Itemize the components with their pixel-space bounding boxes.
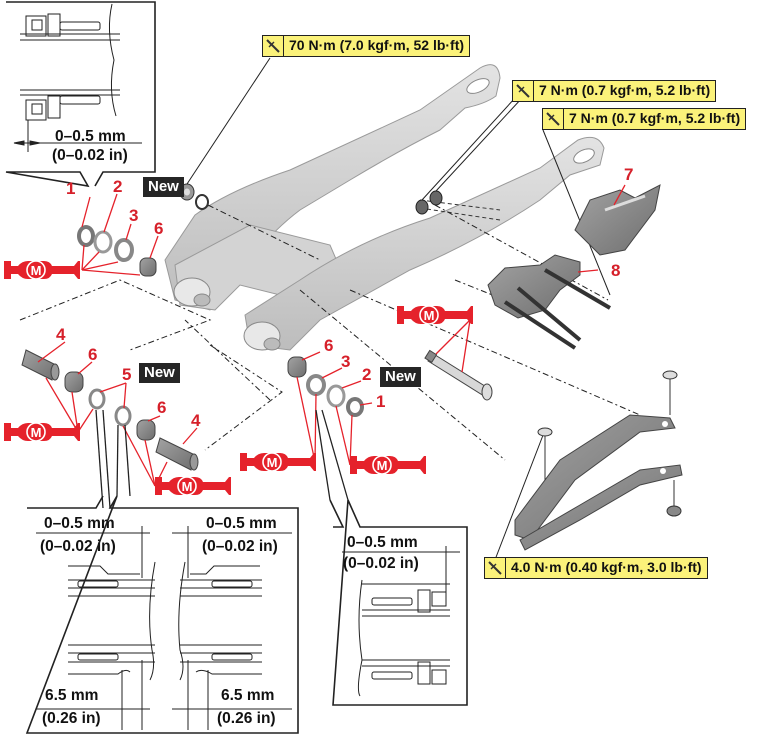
dim-in-bottom-middle: (0–0.02 in): [343, 555, 419, 572]
part-number-2: 2: [113, 177, 123, 196]
thrust-cover-2-upper: [93, 230, 113, 254]
chain-slider: [514, 414, 683, 551]
dim-mm-bl-left-bottom: 6.5 mm: [45, 687, 99, 704]
detail-box-top-left: [5, 1, 156, 188]
torque-label-bracket-nut-1: 7 N·m (0.7 kgf·m, 5.2 lb·ft): [512, 80, 717, 102]
oil-seal-1-upper: [77, 225, 95, 247]
part-number-5: 5: [122, 365, 132, 384]
lube-leaders: [37, 184, 626, 487]
oil-seal-3-lower: [306, 374, 326, 396]
part-number-8: 8: [611, 261, 621, 280]
part-number-7: 7: [624, 165, 634, 184]
swingarm: [164, 64, 605, 351]
molybdenum-grease-symbol: [349, 455, 427, 475]
dim-mm-top-left: 0–0.5 mm: [55, 128, 126, 145]
new-part-badge: New: [139, 363, 180, 383]
molybdenum-grease-symbol: [3, 260, 81, 280]
dim-in-bl-right-bottom: (0.26 in): [217, 710, 276, 727]
torque-value: 7 N·m (0.7 kgf·m, 5.2 lb·ft): [569, 110, 741, 126]
new-part-badge: New: [143, 177, 184, 197]
bearing-6-center: [136, 419, 156, 441]
molybdenum-grease-symbol: [154, 476, 232, 496]
torque-label-pivot-nut: 70 N·m (7.0 kgf·m, 52 lb·ft): [262, 35, 471, 57]
pivot-washer: [195, 194, 209, 210]
dim-in-bl-right-top: (0–0.02 in): [202, 538, 278, 555]
part-number-6: 6: [324, 336, 334, 355]
part-number-3: 3: [129, 206, 139, 225]
thrust-cover-5-left: [88, 388, 106, 410]
guide-bracket-part-8: [487, 254, 612, 350]
collar-4-right: [155, 437, 199, 471]
part-number-6: 6: [157, 398, 167, 417]
part-number-4: 4: [56, 325, 66, 344]
dim-in-top-left: (0–0.02 in): [52, 147, 128, 164]
bearing-6-upper: [139, 257, 157, 277]
torque-wrench-icon: [263, 36, 284, 56]
dim-mm-bl-left-top: 0–0.5 mm: [44, 515, 115, 532]
chain-guide-part-7: [574, 184, 661, 256]
dim-in-bl-left-bottom: (0.26 in): [42, 710, 101, 727]
torque-label-slider-screw: 4.0 N·m (0.40 kgf·m, 3.0 lb·ft): [484, 557, 708, 579]
torque-value: 7 N·m (0.7 kgf·m, 5.2 lb·ft): [539, 82, 711, 98]
thrust-cover-2-lower: [326, 384, 346, 408]
molybdenum-grease-symbol: [239, 452, 317, 472]
torque-wrench-icon: [485, 558, 506, 578]
molybdenum-grease-symbol: [396, 305, 474, 325]
torque-label-bracket-nut-2: 7 N·m (0.7 kgf·m, 5.2 lb·ft): [542, 108, 747, 130]
collar-4-left: [21, 349, 60, 381]
dim-mm-bottom-middle: 0–0.5 mm: [347, 534, 418, 551]
oil-seal-1-lower: [346, 397, 364, 417]
part-number-3: 3: [341, 352, 351, 371]
part-number-6: 6: [154, 219, 164, 238]
thrust-cover-5-right: [114, 405, 132, 427]
molybdenum-grease-symbol: [3, 422, 81, 442]
torque-wrench-icon: [513, 81, 534, 101]
dim-mm-bl-right-top: 0–0.5 mm: [206, 515, 277, 532]
part-number-2: 2: [362, 365, 372, 384]
bracket-nuts: [415, 190, 443, 215]
part-number-6: 6: [88, 345, 98, 364]
part-number-1: 1: [376, 392, 386, 411]
dim-mm-bl-right-bottom: 6.5 mm: [221, 687, 275, 704]
part-number-1: 1: [66, 179, 76, 198]
oil-seal-3-upper: [114, 238, 134, 262]
torque-wrench-icon: [543, 109, 564, 129]
pivot-shaft: [424, 349, 493, 401]
detail-box-bottom-left: [25, 409, 299, 734]
new-part-badge: New: [380, 367, 421, 387]
torque-value: 70 N·m (7.0 kgf·m, 52 lb·ft): [289, 37, 465, 53]
bearing-6-left: [64, 371, 84, 393]
part-number-4: 4: [191, 411, 201, 430]
dim-in-bl-left-top: (0–0.02 in): [40, 538, 116, 555]
torque-value: 4.0 N·m (0.40 kgf·m, 3.0 lb·ft): [511, 559, 702, 575]
detail-box-bottom-middle: [315, 409, 468, 706]
slider-screws: [537, 370, 682, 517]
